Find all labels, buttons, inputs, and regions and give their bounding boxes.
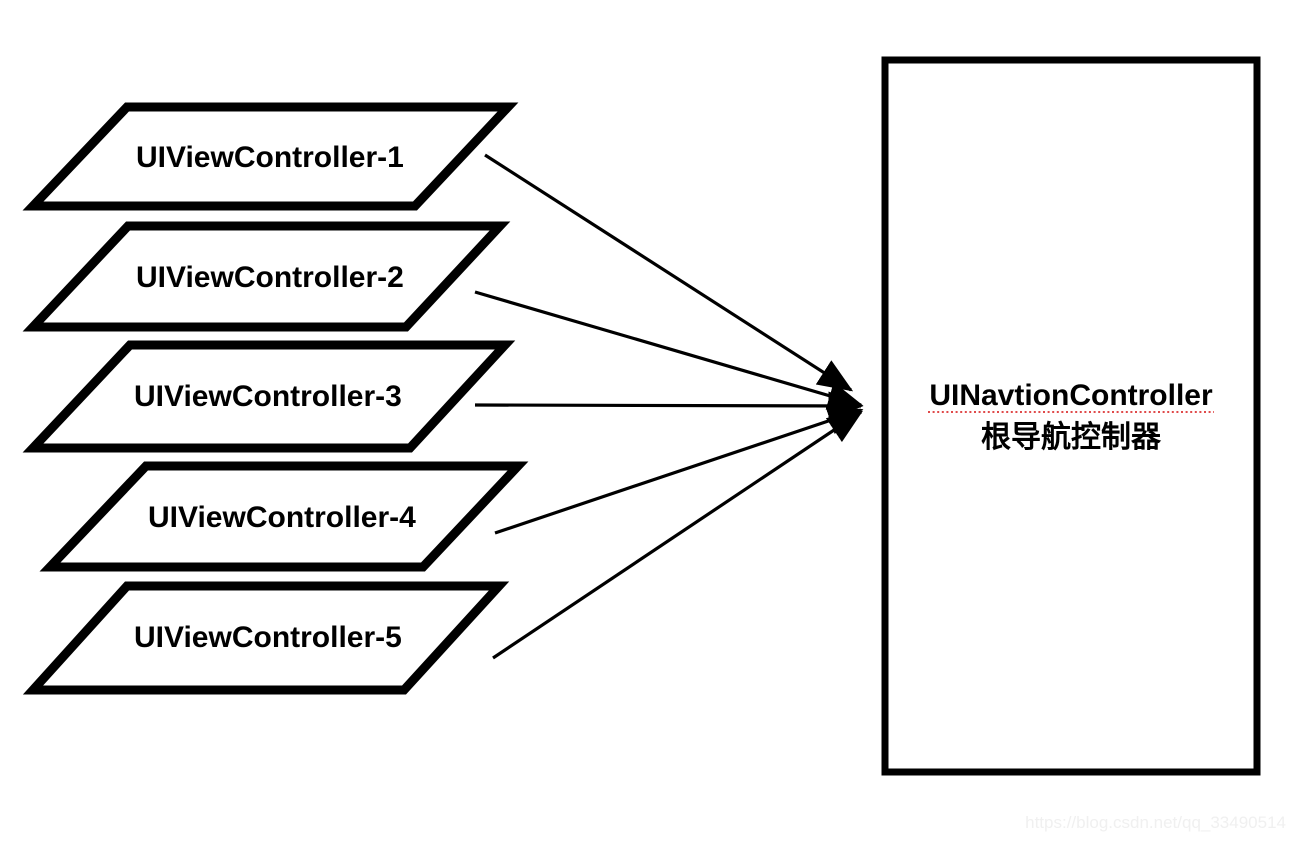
parallelogram-shape	[22, 102, 519, 211]
connector-vc3-to-nav	[474, 391, 864, 421]
root-subtitle: 根导航控制器	[981, 420, 1162, 454]
node-uiviewcontroller-5[interactable]: UIViewController-5	[22, 581, 510, 695]
connector-vc2-to-nav	[474, 290, 864, 410]
node-label: UIViewController-2	[136, 261, 404, 294]
watermark-text: https://blog.csdn.net/qq_33490514	[1025, 813, 1286, 832]
parallelogram-shape	[39, 461, 529, 572]
node-uiviewcontroller-3[interactable]: UIViewController-3	[22, 340, 516, 453]
node-uiviewcontroller-2[interactable]: UIViewController-2	[22, 221, 511, 332]
connector-vc5-to-nav	[492, 410, 864, 660]
node-uinavigationcontroller[interactable]: UINavtionController 根导航控制器	[881, 56, 1261, 776]
node-label: UIViewController-3	[134, 380, 402, 413]
connector-group	[474, 153, 864, 660]
parallelogram-shape	[22, 340, 516, 453]
connector-vc1-to-nav	[484, 153, 854, 392]
root-title: UINavtionController	[929, 379, 1213, 412]
node-uiviewcontroller-1[interactable]: UIViewController-1	[22, 102, 519, 211]
root-box-shape	[881, 56, 1261, 776]
parallelogram-shape	[22, 581, 510, 695]
node-label: UIViewController-5	[134, 621, 402, 654]
node-label: UIViewController-4	[148, 501, 416, 534]
node-label: UIViewController-1	[136, 141, 404, 174]
node-uiviewcontroller-4[interactable]: UIViewController-4	[39, 461, 529, 572]
connector-vc4-to-nav	[494, 406, 864, 535]
parallelogram-shape	[22, 221, 511, 332]
